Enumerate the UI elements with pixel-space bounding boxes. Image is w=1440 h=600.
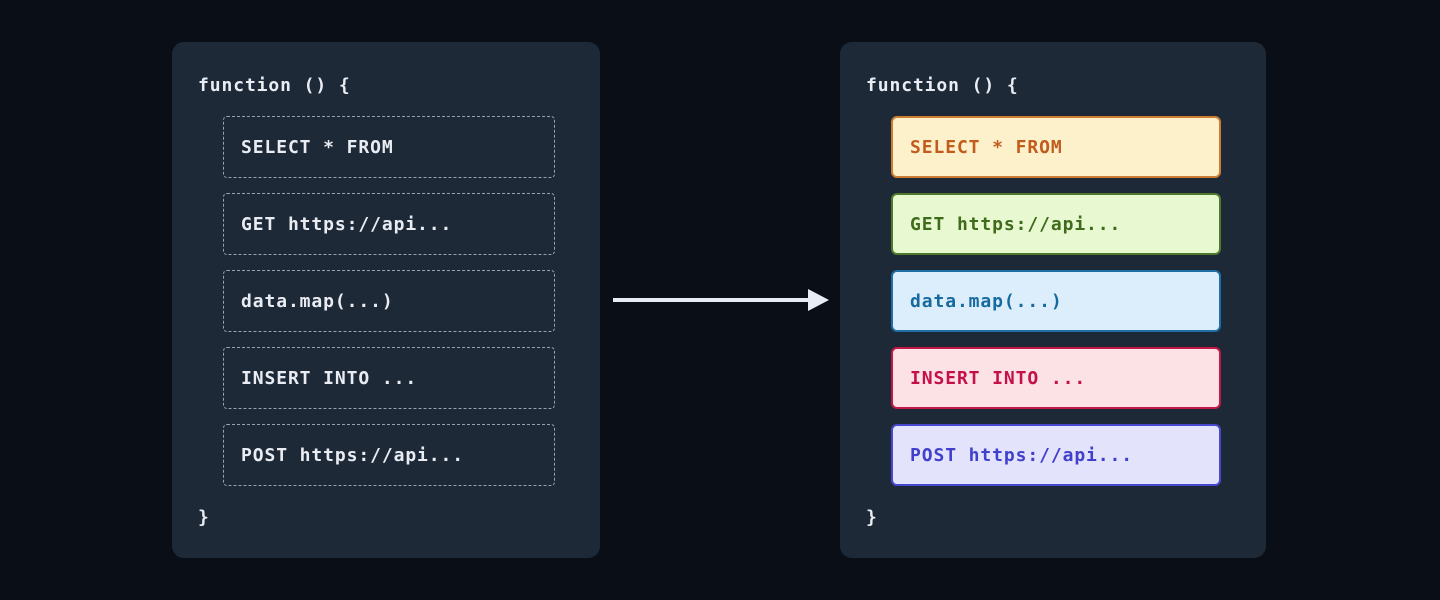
code-panel-after: function () { SELECT * FROM GET https://… xyxy=(840,42,1266,558)
snippet-box-map-highlighted: data.map(...) xyxy=(891,270,1221,332)
snippet-box-post-highlighted: POST https://api... xyxy=(891,424,1221,486)
function-open-line: function () { xyxy=(198,75,351,96)
snippet-box-insert-dashed: INSERT INTO ... xyxy=(223,347,555,409)
snippet-box-get-highlighted: GET https://api... xyxy=(891,193,1221,255)
arrow-head xyxy=(808,289,829,311)
code-panel-before: function () { SELECT * FROM GET https://… xyxy=(172,42,600,558)
snippet-box-insert-highlighted: INSERT INTO ... xyxy=(891,347,1221,409)
snippet-list-after: SELECT * FROM GET https://api... data.ma… xyxy=(891,116,1221,486)
snippet-box-post-dashed: POST https://api... xyxy=(223,424,555,486)
function-close-line: } xyxy=(198,507,210,528)
function-close-line: } xyxy=(866,507,878,528)
snippet-box-select-highlighted: SELECT * FROM xyxy=(891,116,1221,178)
transform-arrow-icon xyxy=(613,289,829,311)
snippet-list-before: SELECT * FROM GET https://api... data.ma… xyxy=(223,116,555,486)
function-open-line: function () { xyxy=(866,75,1019,96)
snippet-box-map-dashed: data.map(...) xyxy=(223,270,555,332)
snippet-box-select-dashed: SELECT * FROM xyxy=(223,116,555,178)
snippet-box-get-dashed: GET https://api... xyxy=(223,193,555,255)
